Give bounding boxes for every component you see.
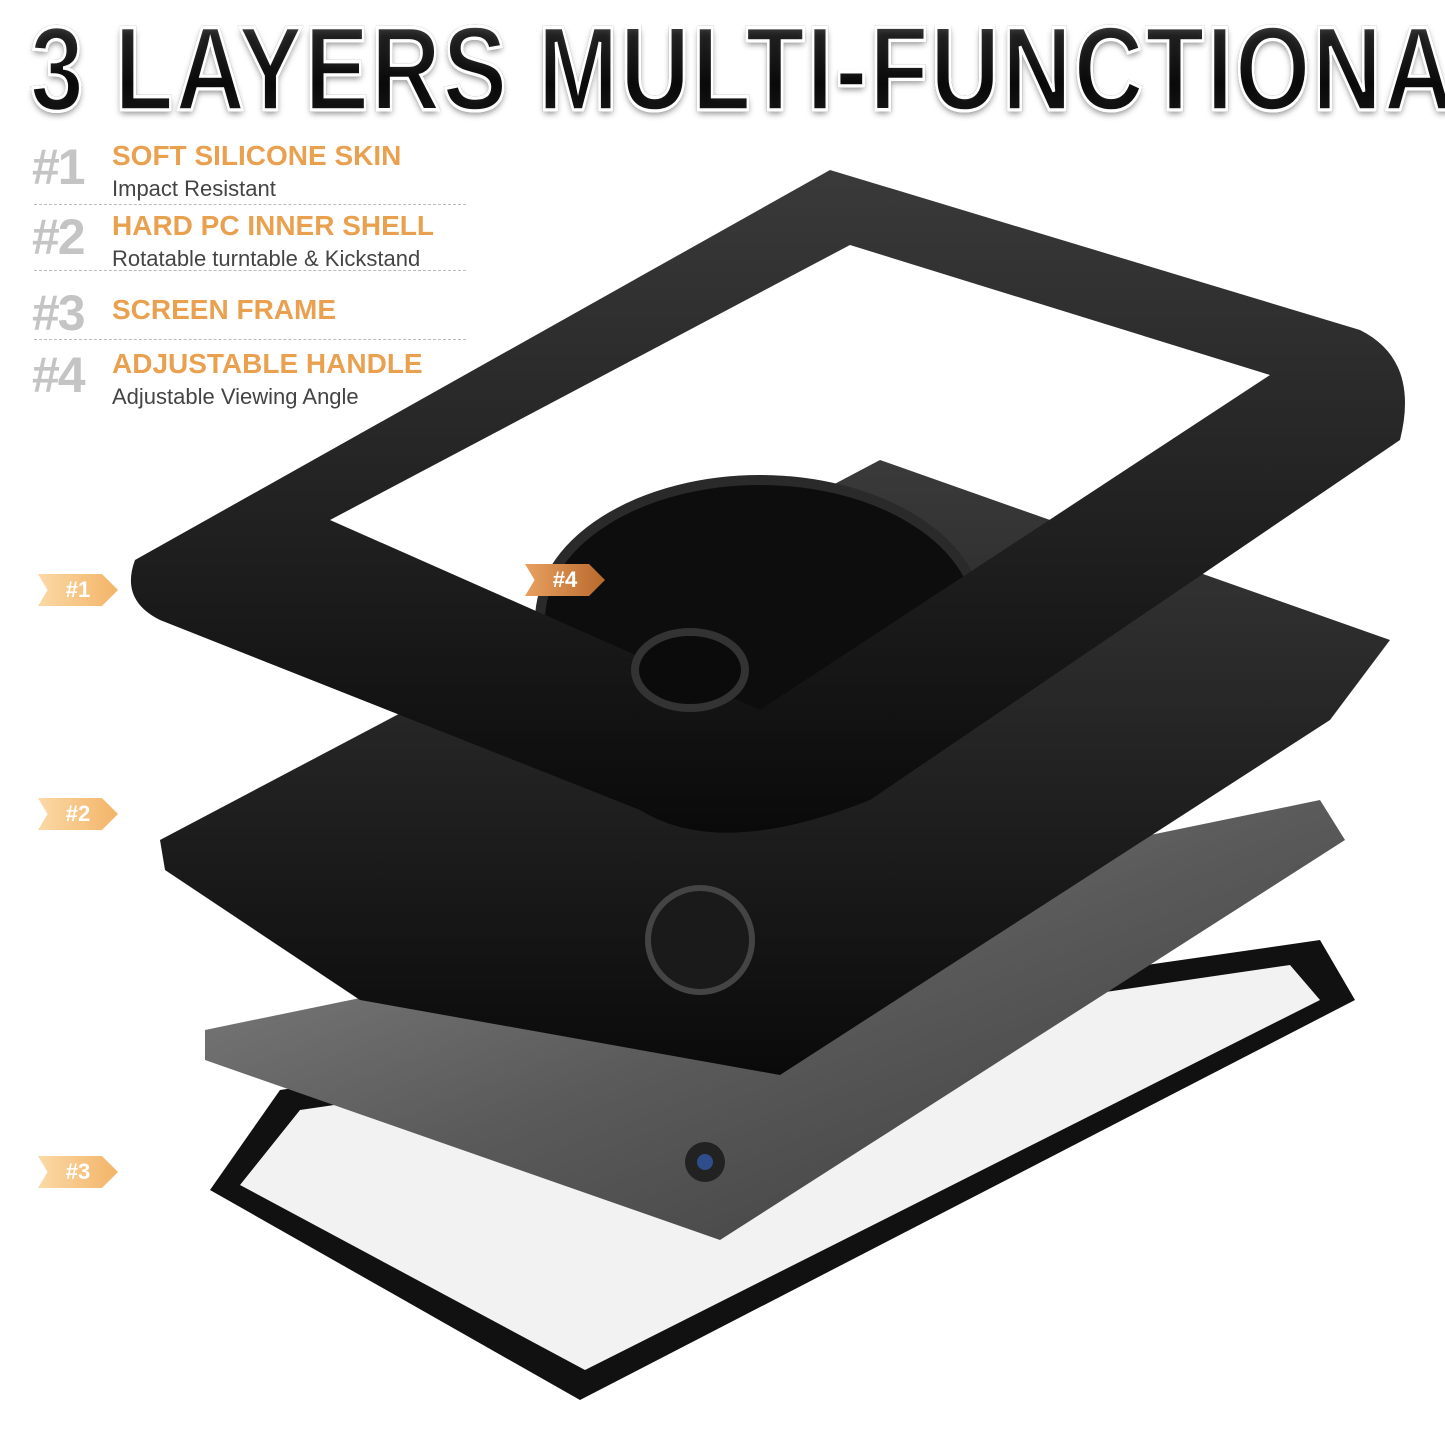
feature-screen-frame: #3 SCREEN FRAME [32,285,337,341]
silicone-skin [130,170,1406,833]
feature-adjustable-handle: #4 ADJUSTABLE HANDLE Adjustable Viewing … [32,347,423,409]
divider [34,270,466,271]
layer-tag-1: #1 [38,574,118,606]
layer-tag-3: #3 [38,1156,118,1188]
divider [34,204,466,205]
layer-tag-4: #4 [525,564,605,596]
divider [34,339,466,340]
feature-soft-silicone-skin: #1 SOFT SILICONE SKIN Impact Resistant [32,139,402,201]
page-title: 3 LAYERS MULTI-FUNCTIONAL CASE [29,1,1445,138]
feature-hard-pc-inner-shell: #2 HARD PC INNER SHELL Rotatable turntab… [32,209,435,271]
layer-tag-2: #2 [38,798,118,830]
